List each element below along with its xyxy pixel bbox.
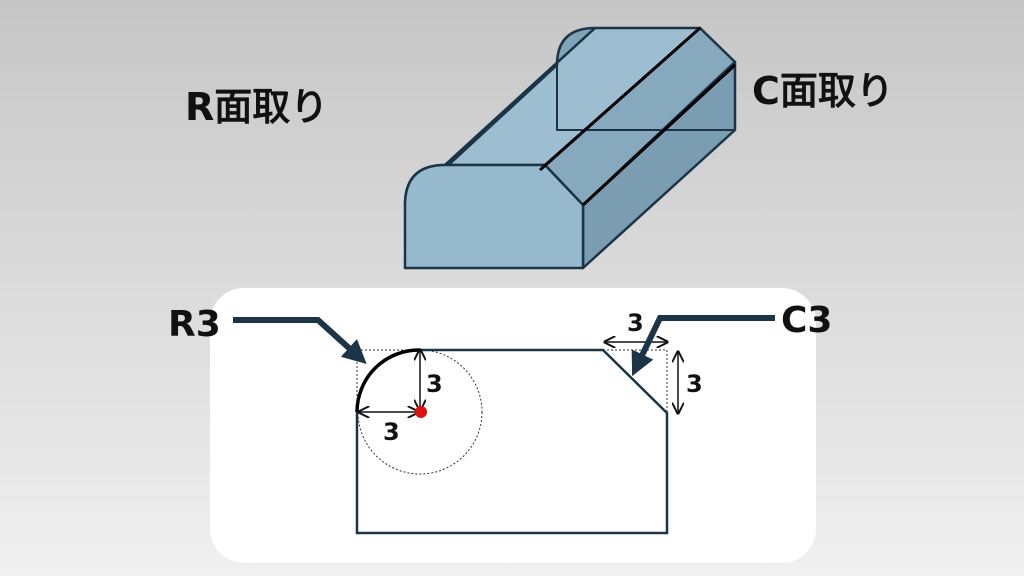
r-horizontal-dim: 3 [383,418,400,446]
r3-arrow [233,317,367,365]
c3-arrow [631,315,775,377]
block-back-outline [556,65,735,131]
c3-label: C3 [781,300,832,341]
block-front-face [403,163,585,270]
cross-section-panel [210,288,816,563]
c-vertical-dim: 3 [686,370,703,398]
chamfered-block-3d [403,26,737,270]
r-chamfer-title: R面取り [185,85,329,129]
c-horizontal-dim: 3 [627,309,644,337]
r3-label: R3 [168,304,221,345]
section-outline [355,348,669,535]
center-dot [415,406,427,418]
c-chamfer-title: C面取り [752,69,894,113]
cross-section [355,342,678,535]
radius-circle [357,349,483,475]
r-vertical-dim: 3 [426,370,443,398]
